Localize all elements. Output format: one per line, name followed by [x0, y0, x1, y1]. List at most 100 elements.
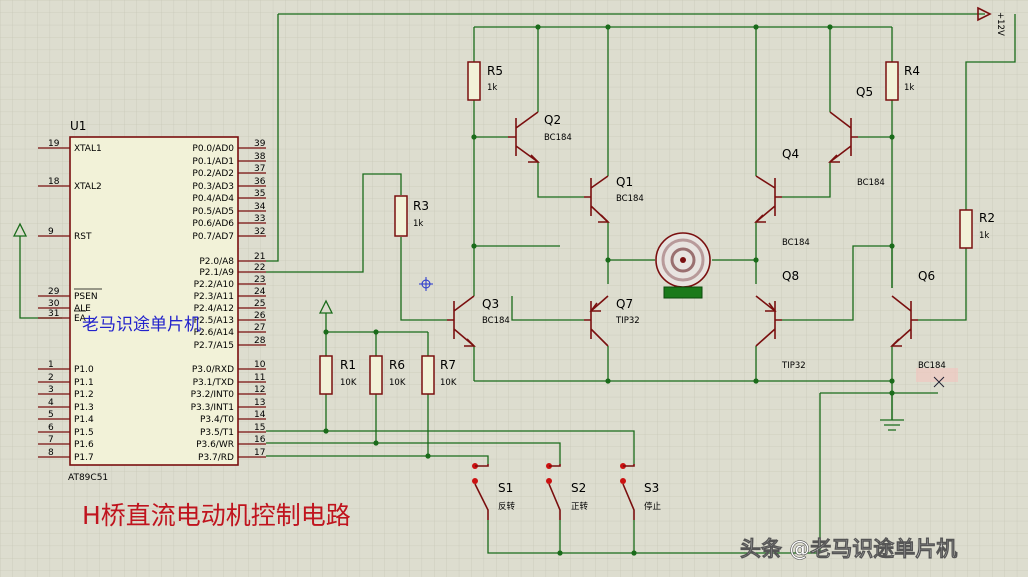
transistor-q7[interactable]: Q7 TIP32 [584, 295, 640, 347]
svg-text:28: 28 [254, 336, 266, 346]
transistor-q8[interactable]: Q8 TIP32 [755, 269, 806, 371]
resistor-r2[interactable]: R2 1k [959, 209, 995, 249]
svg-text:38: 38 [254, 152, 266, 162]
svg-text:P2.2/A10: P2.2/A10 [194, 280, 235, 290]
svg-text:Q5: Q5 [856, 85, 873, 99]
svg-text:R3: R3 [413, 199, 429, 213]
transistor-q3[interactable]: Q3 BC184 [447, 295, 510, 347]
svg-text:停止: 停止 [644, 501, 662, 512]
svg-text:R4: R4 [904, 64, 920, 78]
svg-text:1k: 1k [979, 231, 989, 241]
svg-text:24: 24 [254, 287, 266, 297]
svg-text:Q6: Q6 [918, 269, 935, 283]
svg-text:P1.4: P1.4 [74, 415, 94, 425]
svg-text:25: 25 [254, 299, 265, 309]
svg-text:21: 21 [254, 252, 265, 262]
transistor-q2[interactable]: Q2 BC184 [508, 111, 572, 163]
svg-text:BC184: BC184 [616, 194, 644, 204]
svg-text:Q1: Q1 [616, 175, 633, 189]
svg-text:10: 10 [254, 360, 266, 370]
svg-text:1k: 1k [904, 83, 914, 93]
svg-text:P3.7/RD: P3.7/RD [198, 453, 234, 463]
transistor-q5[interactable]: Q5 BC184 [828, 85, 885, 188]
svg-text:P3.6/WR: P3.6/WR [196, 440, 234, 450]
svg-text:3: 3 [48, 385, 54, 395]
motor[interactable] [655, 232, 711, 299]
vcc-arrow-pullups [318, 299, 334, 314]
switch-s1[interactable]: S1 反转 [472, 463, 516, 520]
transistor-q4[interactable]: Q4 BC184 [754, 147, 810, 248]
svg-text:P3.1/TXD: P3.1/TXD [193, 378, 234, 388]
svg-text:14: 14 [254, 410, 266, 420]
resistor-r3[interactable]: R3 1k [394, 195, 429, 237]
svg-text:S3: S3 [644, 481, 659, 495]
svg-text:Q7: Q7 [616, 297, 633, 311]
power-terminal[interactable]: +12V [977, 6, 1005, 36]
svg-text:P1.1: P1.1 [74, 378, 94, 388]
transistor-q1[interactable]: Q1 BC184 [584, 175, 644, 223]
svg-text:P2.3/A11: P2.3/A11 [194, 292, 234, 302]
switch-s2[interactable]: S2 正转 [546, 463, 589, 520]
resistor-r7[interactable]: R7 10K [421, 355, 457, 395]
svg-text:18: 18 [48, 177, 60, 187]
svg-text:RST: RST [74, 232, 92, 242]
svg-text:1: 1 [48, 360, 54, 370]
svg-text:37: 37 [254, 164, 265, 174]
transistor-q6[interactable]: Q6 BC184 [890, 269, 958, 388]
resistor-r6[interactable]: R6 10K [369, 355, 406, 395]
resistor-r1[interactable]: R1 10K [319, 355, 357, 395]
switch-s3[interactable]: S3 停止 [620, 463, 662, 520]
svg-text:7: 7 [48, 435, 54, 445]
resistor-r4[interactable]: R4 1k [885, 61, 920, 101]
svg-text:29: 29 [48, 287, 60, 297]
svg-text:17: 17 [254, 448, 265, 458]
svg-text:PSEN: PSEN [74, 292, 98, 302]
resistor-r5[interactable]: R5 1k [467, 61, 503, 101]
svg-text:P2.7/A15: P2.7/A15 [194, 341, 234, 351]
svg-text:XTAL1: XTAL1 [74, 144, 102, 154]
svg-text:R2: R2 [979, 211, 995, 225]
svg-text:23: 23 [254, 275, 265, 285]
wires [19, 13, 1016, 554]
